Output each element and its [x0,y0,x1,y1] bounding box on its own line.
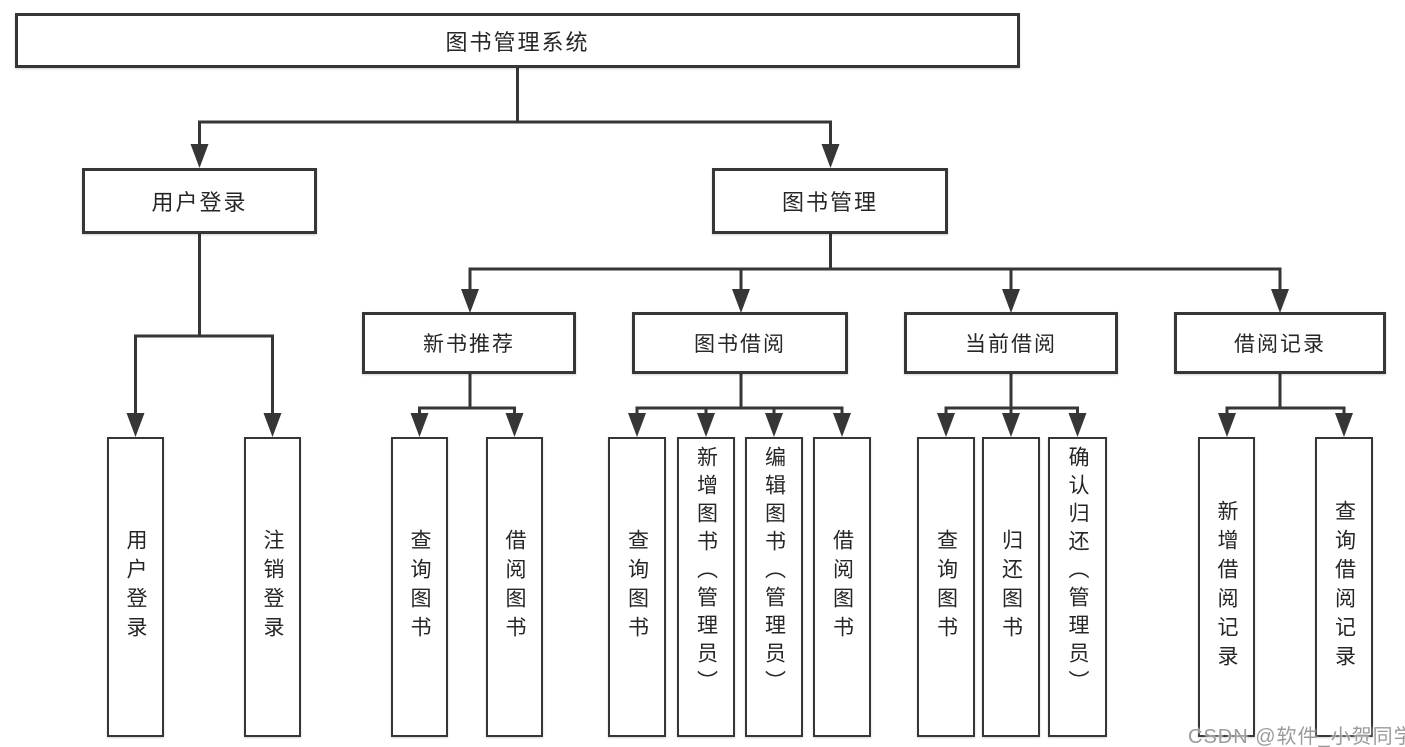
node-label: 图书管理 [781,190,878,215]
leaf-user-login: 用户登录 [107,437,164,737]
leaf-edit-books-admin: 编辑图书（管理员） [745,437,803,737]
leaf-label: 用户登录 [124,529,147,645]
leaf-label: 归还图书 [999,529,1023,645]
node-book-borrowing: 图书借阅 [632,312,848,374]
leaf-label: 注销登录 [261,529,284,645]
node-label: 图书借阅 [694,333,786,356]
leaf-label: 确认归还（管理员） [1066,446,1089,698]
node-new-book-recommendation: 新书推荐 [362,312,576,374]
leaf-query-books-recommend: 查询图书 [391,437,448,737]
node-label: 新书推荐 [423,333,515,356]
node-book-management: 图书管理 [712,168,948,234]
leaf-label: 借阅图书 [503,529,526,645]
leaf-add-borrow-record: 新增借阅记录 [1198,437,1255,737]
leaf-label: 查询图书 [625,529,649,645]
leaf-label: 借阅图书 [830,529,854,645]
node-book-management-system: 图书管理系统 [15,13,1020,68]
node-user-login: 用户登录 [82,168,317,234]
leaf-label: 查询图书 [934,529,958,645]
watermark-text: CSDN @软件_小贺同学 [1188,726,1405,747]
node-current-borrowing: 当前借阅 [904,312,1118,374]
leaf-borrow-books-borrowing: 借阅图书 [813,437,871,737]
leaf-borrow-books-recommend: 借阅图书 [486,437,543,737]
leaf-query-books-current: 查询图书 [917,437,975,737]
node-borrowing-records: 借阅记录 [1174,312,1386,374]
node-label: 借阅记录 [1234,333,1326,356]
leaf-label: 查询借阅记录 [1332,500,1356,674]
leaf-confirm-return-admin: 确认归还（管理员） [1048,437,1107,737]
leaf-logout-login: 注销登录 [244,437,301,737]
leaf-label: 新增借阅记录 [1215,500,1238,674]
leaf-add-books-admin: 新增图书（管理员） [677,437,735,737]
leaf-return-books: 归还图书 [982,437,1040,737]
leaf-label: 编辑图书（管理员） [762,446,786,698]
leaf-query-books-borrowing: 查询图书 [608,437,666,737]
leaf-query-borrow-record: 查询借阅记录 [1315,437,1373,737]
leaf-label: 新增图书（管理员） [694,446,718,698]
leaf-label: 查询图书 [408,529,431,645]
node-label: 图书管理系统 [445,29,590,55]
node-label: 用户登录 [151,190,248,215]
node-label: 当前借阅 [965,333,1057,356]
